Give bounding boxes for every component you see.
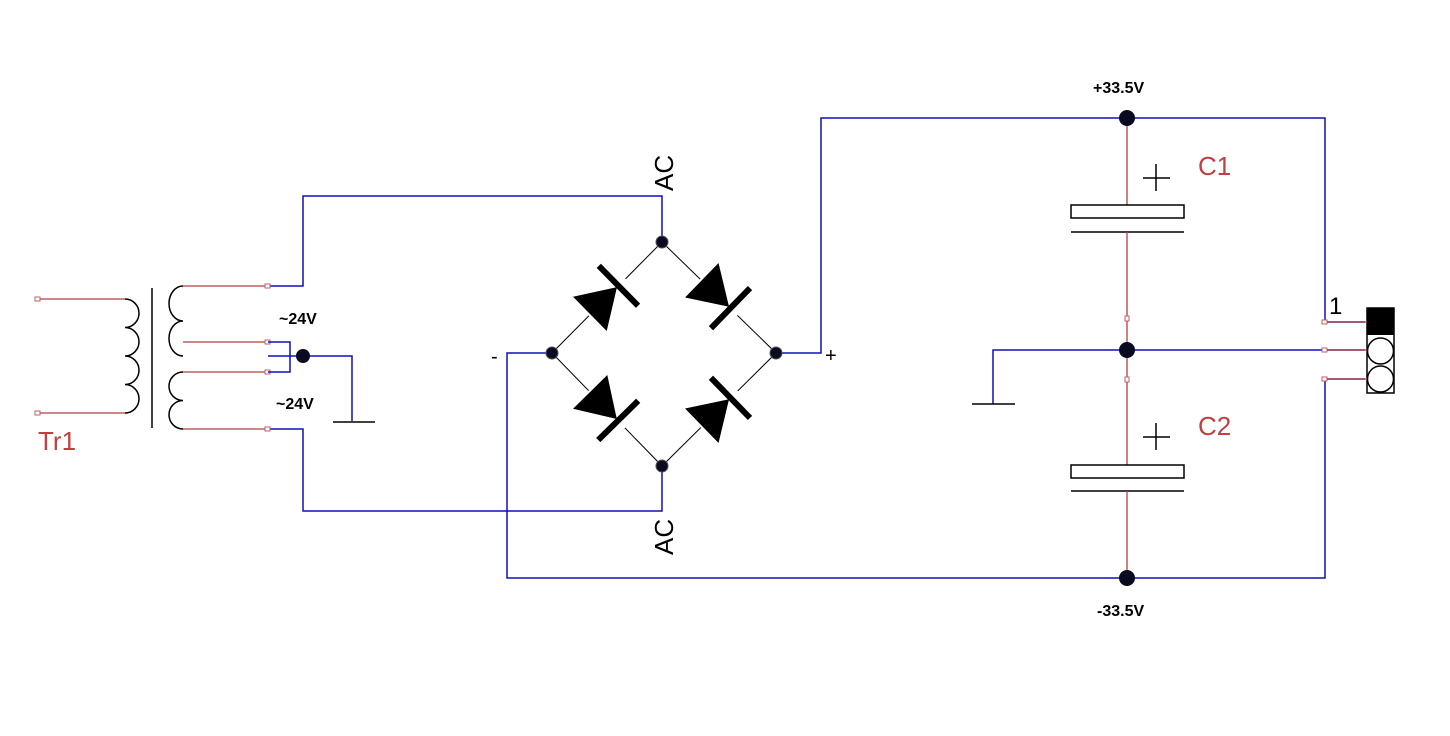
- capacitor-c2[interactable]: [1070, 350, 1185, 578]
- transformer-tr1[interactable]: [34, 283, 271, 432]
- transformer-ref-label: Tr1: [38, 426, 76, 456]
- junction-ground: [1119, 342, 1135, 358]
- terminal-plus: [769, 346, 783, 360]
- bridge-minus-label: -: [491, 346, 498, 368]
- secondary-upper-voltage: ~24V: [279, 311, 317, 328]
- bridge-ac-top-label: AC: [649, 155, 679, 191]
- wire-ac-bottom: [268, 428, 663, 512]
- secondary-lower-voltage: ~24V: [276, 396, 314, 413]
- bridge-rectifier[interactable]: [545, 235, 783, 473]
- terminal-minus: [545, 346, 559, 360]
- capacitor-c1[interactable]: [1070, 118, 1185, 350]
- center-tap-junction: [296, 349, 310, 363]
- diode-lower-right: [685, 375, 753, 443]
- wire-positive-rail: [776, 117, 1365, 354]
- wire-ac-top: [268, 195, 663, 287]
- positive-rail-label: +33.5V: [1093, 80, 1144, 97]
- connector-pin1-label: 1: [1329, 293, 1342, 320]
- terminal-ac-top: [655, 235, 669, 249]
- wire-ground-rail: [992, 349, 1365, 404]
- bridge-plus-label: +: [825, 345, 837, 367]
- bridge-ac-bottom-label: AC: [649, 519, 679, 555]
- diode-upper-left: [573, 263, 641, 331]
- c2-ref-label: C2: [1198, 411, 1231, 441]
- wire-negative-rail: [506, 352, 1365, 579]
- junction-positive-rail: [1119, 110, 1135, 126]
- wire-center-tap-link: [268, 341, 291, 373]
- diode-upper-right: [685, 263, 753, 331]
- c1-ref-label: C1: [1198, 151, 1231, 181]
- output-connector[interactable]: [1321, 307, 1395, 394]
- negative-rail-label: -33.5V: [1097, 603, 1144, 620]
- connector-pin1-marker: [1367, 308, 1394, 335]
- wires: [268, 117, 1365, 579]
- junction-negative-rail: [1119, 570, 1135, 586]
- diode-lower-left: [573, 375, 641, 443]
- terminal-ac-bottom: [655, 459, 669, 473]
